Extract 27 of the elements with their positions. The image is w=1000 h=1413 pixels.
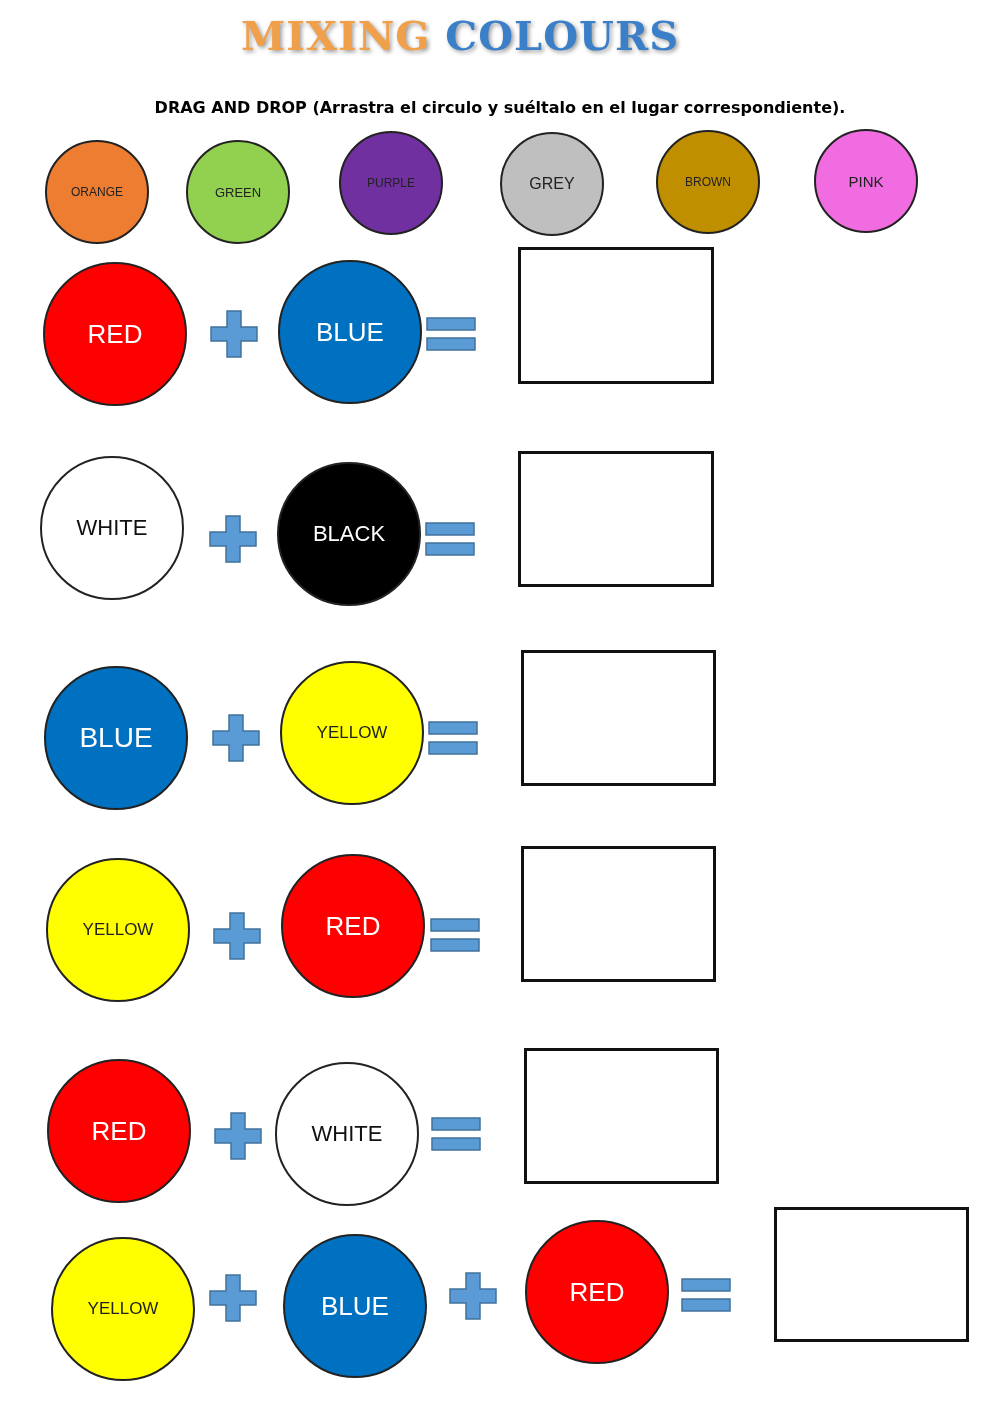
title: MIXING COLOURS — [239, 12, 681, 59]
answer-box — [518, 247, 714, 384]
colour-name: GREY — [529, 175, 575, 193]
instruction-text: DRAG AND DROP (Arrastra el circulo y suéltalo en el lugar correspondiente). — [153, 98, 847, 117]
colour-name: RED — [91, 1115, 147, 1147]
answer-box — [518, 451, 714, 587]
colour-name: BLUE — [79, 722, 153, 754]
colour-name: PINK — [848, 172, 884, 190]
answer-box — [521, 650, 716, 786]
colour-name: RED — [325, 910, 381, 942]
colour-name: WHITE — [311, 1121, 383, 1147]
colour-name: BLUE — [316, 316, 384, 348]
colour-name: YELLOW — [87, 1299, 159, 1319]
colour-name: BROWN — [685, 175, 731, 189]
colour-name: BLACK — [312, 521, 386, 547]
answer-box — [521, 846, 716, 982]
colour-name: YELLOW — [316, 723, 388, 743]
colour-name: YELLOW — [82, 920, 154, 940]
colour-name: GREEN — [214, 184, 262, 200]
colour-name: ORANGE — [71, 185, 123, 199]
colour-name: RED — [87, 318, 143, 350]
colour-name: PURPLE — [367, 176, 415, 190]
colour-name: BLUE — [321, 1290, 389, 1322]
colour-name: WHITE — [76, 515, 148, 541]
colour-name: RED — [569, 1276, 625, 1308]
answer-box — [774, 1207, 969, 1342]
answer-box — [524, 1048, 719, 1184]
